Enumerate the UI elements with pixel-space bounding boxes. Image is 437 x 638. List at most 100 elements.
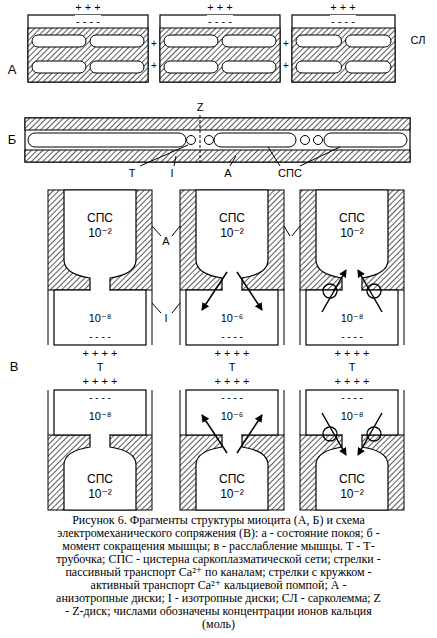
charge-sign: + — [150, 38, 158, 50]
i-band-line — [404, 290, 405, 345]
charge-sign: + + + — [206, 1, 233, 13]
charge-sign: - - - - — [75, 15, 101, 27]
active-arrow — [358, 270, 382, 312]
a-band-hatch — [300, 435, 404, 510]
leader-line — [292, 226, 300, 236]
neck-opening — [223, 289, 241, 292]
charge-sign: - - - - — [207, 15, 233, 27]
charge-sign: + + + — [329, 1, 356, 13]
part-letter: А — [7, 64, 18, 76]
sr-cistern-outline — [196, 190, 268, 290]
part-label: T — [96, 361, 105, 373]
sr-cistern — [32, 61, 86, 73]
concentration: 10⁻⁸ — [340, 410, 365, 422]
charge-sign: + — [150, 60, 158, 72]
neck-opening — [91, 289, 109, 292]
pump-circle — [367, 284, 381, 298]
charge-sign: - - - - — [330, 15, 356, 27]
charge-sign: + + + — [74, 1, 101, 13]
charge-sign: + + + + — [82, 375, 119, 387]
leader-line — [172, 303, 180, 313]
sr-cistern — [346, 61, 392, 73]
concentration: 10⁻² — [219, 487, 245, 502]
part-letter: Б — [7, 134, 18, 146]
sr-cistern — [296, 61, 342, 73]
sr-cistern-outline — [196, 435, 268, 510]
i-band-line — [180, 290, 181, 345]
cistern-name: СПС — [87, 211, 113, 226]
part-letter: В — [9, 361, 20, 373]
cistern-name: СПС — [339, 211, 365, 226]
sr-cistern: СПС10⁻² — [339, 472, 365, 502]
myocyte-block — [28, 15, 148, 82]
part-label: A — [161, 235, 170, 247]
pump-circle — [367, 427, 381, 441]
part-label: СЛ — [410, 34, 427, 46]
leader-line — [174, 156, 176, 166]
myofibril-hatch — [25, 118, 410, 130]
concentration: 10⁻⁸ — [340, 312, 365, 324]
i-band-line — [284, 390, 285, 435]
neck-opening — [343, 289, 361, 292]
a-band-hatch — [180, 190, 284, 290]
i-band-line — [180, 390, 181, 435]
myofibril-hatch — [292, 28, 395, 82]
cytoplasm-compartment — [54, 390, 146, 435]
part-label: T — [228, 361, 237, 373]
t-tubule — [205, 136, 214, 145]
cistern-name: СПС — [339, 472, 365, 487]
myofibril-hatch — [25, 150, 410, 162]
leader-line — [172, 226, 180, 236]
a-band-hatch — [180, 435, 284, 510]
i-band-line — [152, 290, 153, 345]
cytoplasm-compartment — [186, 390, 278, 435]
myocyte-block — [292, 15, 395, 82]
charge-sign: - - - - — [88, 331, 112, 343]
sr-cistern: СПС10⁻² — [87, 211, 113, 241]
sr-cistern — [90, 35, 144, 47]
myofibril-hatch — [160, 28, 280, 82]
myofibril-hatch — [28, 28, 148, 82]
charge-sign: - - - - — [220, 392, 244, 404]
sr-cistern-outline — [64, 435, 136, 510]
figure-caption: Рисунок 6. Фрагменты структуры миоцита (… — [56, 514, 381, 631]
cytoplasm-compartment — [186, 290, 278, 345]
leader-line — [140, 145, 188, 166]
charge-sign: - - - - — [220, 331, 244, 343]
myocyte-block — [160, 15, 280, 82]
sr-cistern — [222, 35, 276, 47]
sr-cistern-outline — [316, 190, 388, 290]
z-line — [200, 115, 201, 165]
a-band-hatch — [48, 190, 152, 290]
sr-cistern — [214, 133, 296, 147]
i-band-line — [48, 390, 49, 435]
t-tubule — [301, 136, 310, 145]
i-band-line — [48, 290, 49, 345]
part-label: A — [223, 167, 232, 179]
t-tubule — [187, 136, 196, 145]
concentration: 10⁻⁸ — [88, 312, 113, 324]
a-band-hatch — [300, 190, 404, 290]
sr-cistern: СПС10⁻² — [339, 211, 365, 241]
charge-sign: - - - - — [340, 331, 364, 343]
sr-cistern: СПС10⁻² — [219, 211, 245, 241]
leader-line — [300, 147, 340, 166]
cistern-name: СПС — [219, 472, 245, 487]
passive-arrow — [202, 272, 227, 310]
sr-cistern — [90, 61, 144, 73]
charge-sign: + + + + — [214, 347, 251, 359]
sr-cistern — [324, 133, 407, 147]
part-label: I — [163, 312, 168, 324]
charge-sign: + — [282, 60, 290, 72]
part-label: I — [169, 167, 174, 179]
neck-opening — [91, 434, 109, 437]
cytoplasm-compartment — [306, 390, 398, 435]
sr-cistern — [346, 35, 392, 47]
sr-cistern — [32, 35, 86, 47]
sr-cistern — [222, 61, 276, 73]
part-label: T — [348, 361, 357, 373]
cistern-name: СПС — [87, 472, 113, 487]
charge-sign: + + + + — [82, 347, 119, 359]
leader-line — [152, 226, 161, 236]
